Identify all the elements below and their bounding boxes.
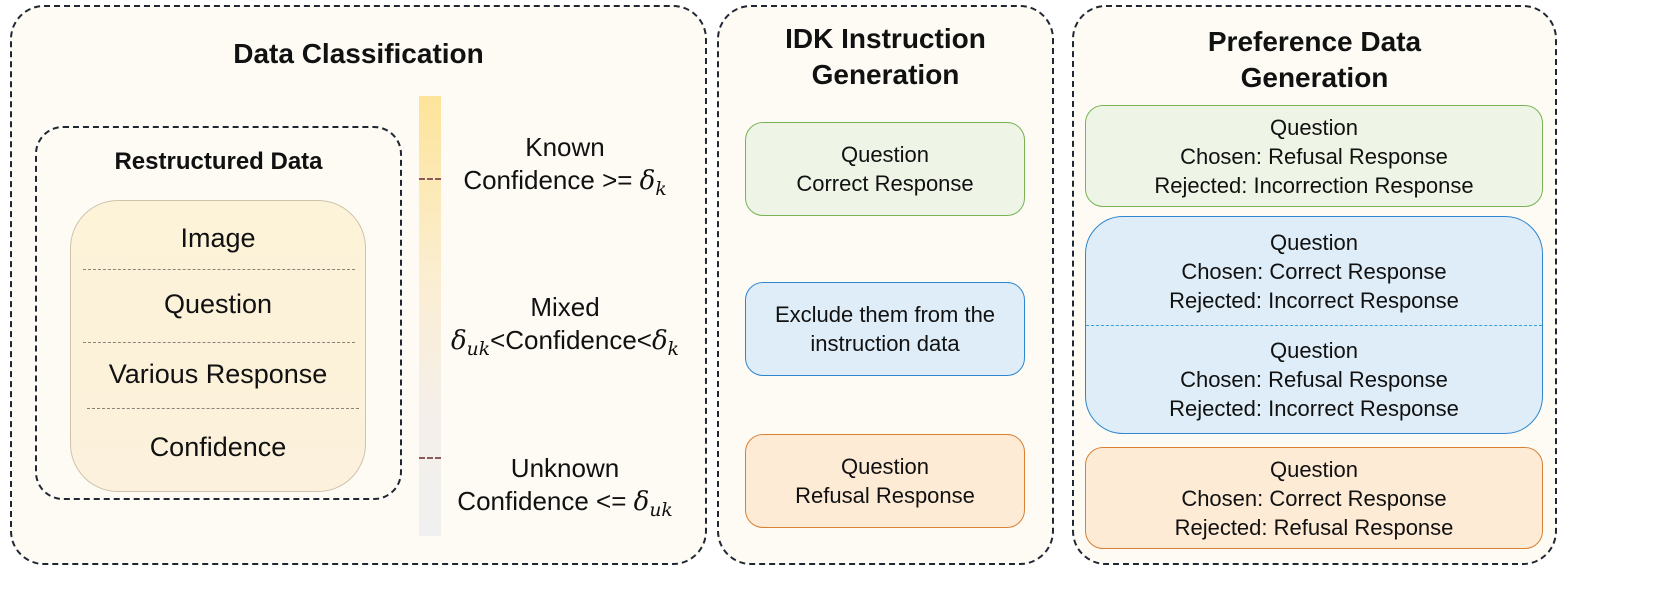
box-line: Exclude them from the xyxy=(774,302,996,327)
box-line: Question xyxy=(1269,456,1359,482)
box-line: Correct Response xyxy=(796,171,974,196)
idk-known-box: Question Correct Response xyxy=(745,122,1025,216)
mixed-label-group: Mixed δuk<Confidence<δk xyxy=(440,291,690,366)
stack-divider xyxy=(83,269,355,270)
preference-mixed-bottom: Question Chosen: Refusal Response Reject… xyxy=(1086,325,1542,433)
unknown-formula: Confidence <= δuk xyxy=(457,486,673,522)
known-label-group: Known Confidence >= δk xyxy=(440,131,690,206)
box-line: Rejected: Incorrect Response xyxy=(1169,287,1459,313)
idk-instruction-title: IDK Instruction Generation xyxy=(785,23,986,90)
restructured-data-stack: Image Question Various Response Confiden… xyxy=(70,200,366,492)
stack-divider xyxy=(87,408,359,409)
box-line: Question xyxy=(1269,114,1359,140)
box-line: Chosen: Correct Response xyxy=(1181,485,1447,511)
preference-unknown-box: Question Chosen: Correct Response Reject… xyxy=(1085,447,1543,549)
confidence-gradient-bar xyxy=(419,96,441,536)
box-line: instruction data xyxy=(810,331,960,356)
known-label: Known xyxy=(525,132,605,162)
box-line: Chosen: Correct Response xyxy=(1181,258,1447,284)
restructured-data-box xyxy=(35,126,402,500)
stack-divider xyxy=(83,342,355,343)
box-line: Chosen: Refusal Response xyxy=(1180,143,1448,169)
preference-mixed-box: Question Chosen: Correct Response Reject… xyxy=(1085,216,1543,434)
stack-item-image: Image xyxy=(180,223,256,253)
box-line: Chosen: Refusal Response xyxy=(1180,366,1448,392)
box-line: Refusal Response xyxy=(795,483,975,508)
box-line: Rejected: Incorrection Response xyxy=(1154,172,1474,198)
box-line: Rejected: Refusal Response xyxy=(1174,514,1454,540)
known-formula: Confidence >= δk xyxy=(463,165,667,201)
known-threshold-tick xyxy=(419,178,441,180)
preference-mixed-top: Question Chosen: Correct Response Reject… xyxy=(1086,217,1542,325)
stack-item-various-response: Various Response xyxy=(108,359,328,389)
data-classification-title: Data Classification xyxy=(233,38,484,69)
idk-unknown-box: Question Refusal Response xyxy=(745,434,1025,528)
stack-item-confidence: Confidence xyxy=(149,432,287,462)
idk-mixed-box: Exclude them from the instruction data xyxy=(745,282,1025,376)
box-line: Question xyxy=(840,142,930,167)
box-line: Rejected: Incorrect Response xyxy=(1169,395,1459,421)
box-line: Question xyxy=(840,454,930,479)
restructured-data-title: Restructured Data xyxy=(114,148,323,175)
box-line: Question xyxy=(1269,337,1359,363)
mixed-formula: δuk<Confidence<δk xyxy=(451,325,679,361)
stack-item-question: Question xyxy=(163,289,273,319)
unknown-label: Unknown xyxy=(510,453,620,483)
unknown-threshold-tick xyxy=(419,457,441,459)
mixed-label: Mixed xyxy=(530,292,600,322)
mixed-divider xyxy=(1086,325,1542,326)
preference-data-title: Preference Data Generation xyxy=(1207,26,1422,93)
preference-known-box: Question Chosen: Refusal Response Reject… xyxy=(1085,105,1543,207)
box-line: Question xyxy=(1269,229,1359,255)
unknown-label-group: Unknown Confidence <= δuk xyxy=(440,452,690,527)
